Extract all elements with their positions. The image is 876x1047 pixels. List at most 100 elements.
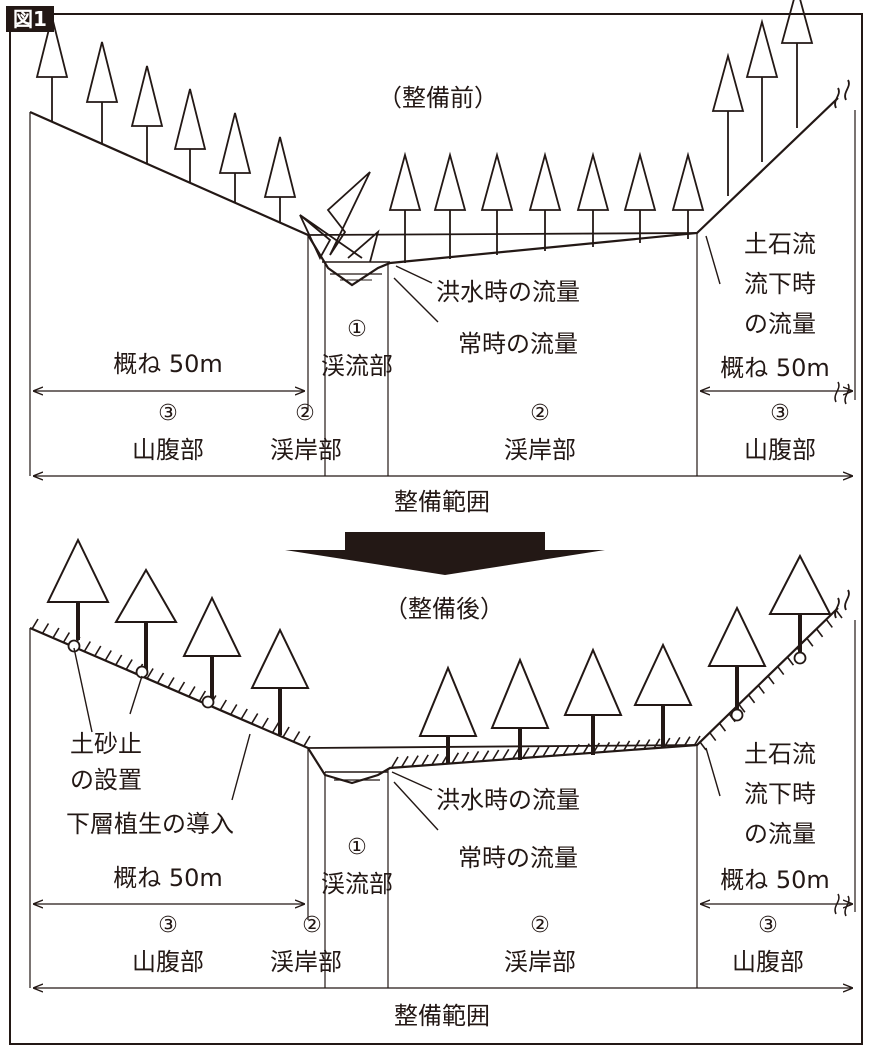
hatch-left-19 — [230, 704, 238, 715]
after-zone1-num: ① — [347, 835, 367, 860]
hatch-bottom-15 — [542, 746, 550, 757]
hatch-left-5 — [83, 641, 91, 652]
hatch-left-9 — [125, 659, 133, 670]
before-trees-right — [711, 0, 814, 196]
after-undergrowth: 下層植生の導入 — [66, 810, 234, 838]
hatch-left-3 — [62, 632, 71, 643]
hatch-bottom-0 — [391, 756, 399, 768]
after-zone2-right-name: 渓岸部 — [504, 948, 576, 976]
before-tree-bottom-0-crown — [388, 151, 422, 211]
before-zone3-right-num: ③ — [770, 401, 790, 426]
hatch-left-16 — [198, 690, 207, 702]
before-tree-left-2-crown — [130, 65, 164, 127]
hatch-bottom-18 — [572, 743, 580, 755]
after-debris-2: 流下時 — [744, 780, 816, 808]
hatch-bottom-1 — [401, 755, 409, 767]
after-leader-flood — [391, 771, 433, 791]
hatch-right-14 — [835, 609, 843, 619]
before-break-mark — [834, 79, 850, 109]
hatch-left-8 — [115, 654, 123, 666]
hatch-left-13 — [167, 677, 175, 688]
figure-label: 図1 — [6, 6, 54, 32]
before-debris-1: 土石流 — [744, 230, 816, 258]
hatch-right-6 — [757, 684, 765, 694]
before-tree-bottom-4-crown — [576, 151, 610, 211]
before-tree-right-0-crown — [711, 52, 745, 112]
hatch-right-12 — [815, 628, 824, 638]
after-zone1-name: 渓流部 — [321, 870, 393, 898]
hatch-right-0 — [699, 741, 707, 751]
hatch-right-5 — [747, 694, 756, 704]
before-tree-bottom-2-crown — [480, 151, 514, 211]
hatch-left-2 — [52, 627, 60, 639]
before-zone2-left-name: 渓岸部 — [270, 436, 342, 464]
before-panel — [29, 0, 856, 476]
before-leader-normal — [393, 277, 439, 323]
after-range: 整備範囲 — [394, 1002, 490, 1030]
hatch-left-25 — [292, 731, 301, 742]
hatch-right-8 — [777, 666, 785, 676]
hatch-left-1 — [41, 623, 50, 634]
after-tree-left-0-crown — [46, 537, 110, 603]
after-leader-sediment-1 — [73, 647, 93, 733]
hatch-bottom-9 — [481, 750, 490, 762]
hatch-bottom-13 — [522, 747, 530, 759]
before-debris-3: の流量 — [744, 310, 816, 338]
hatch-left-22 — [261, 717, 269, 729]
after-debris-1: 土石流 — [744, 740, 816, 768]
after-leader-sediment-2 — [129, 675, 143, 715]
before-leader-flood — [395, 265, 433, 284]
after-normal-label: 常時の流量 — [458, 844, 578, 872]
hatch-bottom-4 — [431, 753, 439, 765]
before-tree-left-4-crown — [218, 112, 252, 174]
before-zone2-right-num: ② — [530, 401, 550, 426]
hatch-left-18 — [219, 699, 227, 711]
hatch-bottom-8 — [471, 750, 480, 762]
outer-border — [9, 13, 863, 1045]
hatch-bottom-3 — [421, 754, 429, 766]
after-hatching — [31, 609, 843, 768]
hatch-left-14 — [177, 681, 186, 693]
hatch-bottom-22 — [612, 741, 621, 753]
hatch-bottom-28 — [673, 736, 681, 748]
after-title: （整備後） — [384, 595, 504, 623]
after-tree-bottom-2-crown — [563, 647, 623, 716]
after-zone3-right-num: ③ — [758, 913, 778, 938]
sediment-stop-4 — [793, 651, 807, 665]
sediment-stop-2 — [201, 695, 215, 709]
hatch-left-0 — [31, 618, 39, 630]
hatch-left-23 — [271, 722, 280, 733]
after-zone3-left-num: ③ — [158, 913, 178, 938]
hatch-right-2 — [718, 722, 727, 732]
sediment-stop-0 — [67, 639, 81, 653]
before-tree-right-2-crown — [780, 0, 814, 44]
before-tree-bottom-5-crown — [623, 151, 657, 211]
before-trees-bottom — [388, 151, 705, 263]
hatch-bottom-19 — [582, 743, 590, 755]
after-trees — [46, 537, 832, 764]
after-tree-bottom-1-crown — [490, 657, 550, 729]
before-tree-left-5-crown — [263, 136, 297, 198]
before-tree-bottom-3-crown — [528, 151, 562, 211]
after-zone3-left-name: 山腹部 — [132, 948, 204, 976]
after-width-left: 概ね 50m — [113, 864, 223, 892]
hatch-left-15 — [188, 686, 196, 697]
after-sediment-1: 土砂止 — [70, 730, 142, 758]
hatch-right-11 — [806, 637, 814, 647]
hatch-left-6 — [94, 645, 102, 657]
before-leader-debris — [705, 235, 721, 285]
hatch-bottom-29 — [683, 736, 691, 748]
after-sediment-2: の設置 — [70, 766, 142, 794]
sediment-stop-3 — [730, 708, 744, 722]
hatch-bottom-12 — [512, 748, 520, 760]
before-tree-bottom-6-crown — [671, 151, 705, 211]
hatch-bottom-14 — [532, 746, 540, 758]
hatch-bottom-25 — [642, 739, 651, 750]
hatch-bottom-11 — [502, 748, 510, 760]
hatch-bottom-17 — [562, 744, 570, 756]
after-debris-3: の流量 — [744, 820, 816, 848]
fallen-tree-3 — [347, 229, 380, 263]
hatch-right-1 — [709, 732, 717, 742]
hatch-bottom-24 — [632, 739, 641, 751]
hatch-left-12 — [156, 672, 165, 684]
